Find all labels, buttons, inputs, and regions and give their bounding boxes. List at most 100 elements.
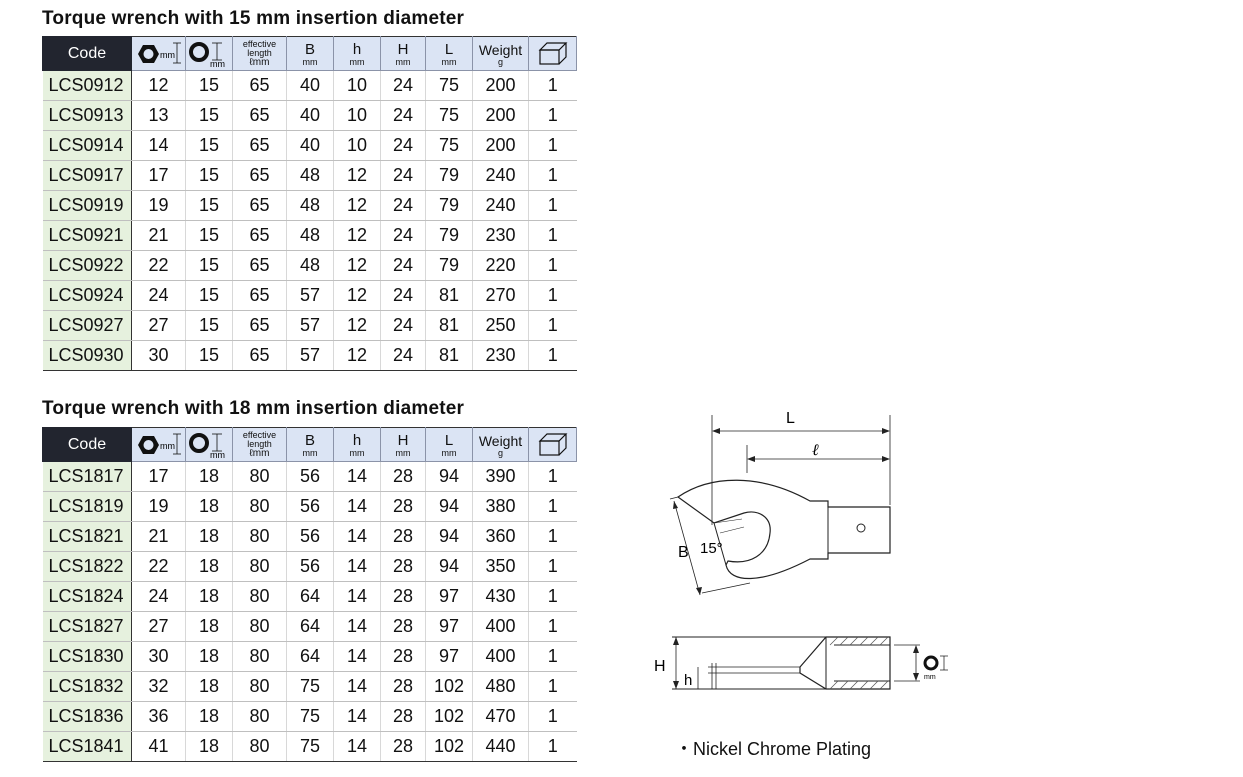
table-header-row: Code mm mm <box>42 36 577 71</box>
hex-size-cell: 21 <box>131 521 186 552</box>
weight-cell: 360 <box>472 521 529 552</box>
weight-cell: 440 <box>472 731 529 762</box>
h-lower-cell: 12 <box>333 280 381 311</box>
weight-cell: 390 <box>472 461 529 492</box>
b-cell: 40 <box>286 130 334 161</box>
effective-length-cell: 80 <box>232 491 287 522</box>
hex-size-cell: 19 <box>131 190 186 221</box>
svg-text:mm: mm <box>924 674 936 681</box>
insertion-diameter-cell: 15 <box>185 160 233 191</box>
quantity-cell: 1 <box>528 160 577 191</box>
effective-length-cell: 80 <box>232 641 287 672</box>
weight-cell: 200 <box>472 130 529 161</box>
effective-length-cell: 80 <box>232 611 287 642</box>
h-lower-cell: 12 <box>333 220 381 251</box>
finish-note: ・Nickel Chrome Plating <box>675 739 872 759</box>
h-upper-cell: 28 <box>380 461 426 492</box>
h-upper-cell: 24 <box>380 340 426 371</box>
b-cell: 40 <box>286 100 334 131</box>
h-upper-cell: 28 <box>380 551 426 582</box>
h-lower-cell: 12 <box>333 340 381 371</box>
b-cell: 64 <box>286 581 334 612</box>
effective-length-cell: 80 <box>232 461 287 492</box>
weight-cell: 230 <box>472 340 529 371</box>
code-cell: LCS1819 <box>42 491 132 522</box>
insertion-diameter-cell: 15 <box>185 340 233 371</box>
b-cell: 57 <box>286 280 334 311</box>
l-cell: 75 <box>425 130 473 161</box>
code-header: Code <box>42 427 132 462</box>
insertion-diameter-cell: 15 <box>185 190 233 221</box>
spec-table-18mm: Code mm mm <box>42 427 577 762</box>
insertion-diameter-header: mm <box>185 36 233 71</box>
svg-text:mm: mm <box>160 50 175 60</box>
b-cell: 57 <box>286 310 334 341</box>
code-cell: LCS0914 <box>42 130 132 161</box>
code-cell: LCS1836 <box>42 701 132 732</box>
weight-cell: 380 <box>472 491 529 522</box>
h-lower-cell: 14 <box>333 701 381 732</box>
package-quantity-icon <box>538 432 567 456</box>
h-upper-cell: 24 <box>380 100 426 131</box>
insertion-diameter-cell: 18 <box>185 701 233 732</box>
quantity-cell: 1 <box>528 340 577 371</box>
dim-B-label: B <box>678 544 689 561</box>
h-lower-cell: 12 <box>333 190 381 221</box>
insertion-diameter-cell: 15 <box>185 100 233 131</box>
quantity-cell: 1 <box>528 70 577 101</box>
b-cell: 56 <box>286 491 334 522</box>
h-lower-cell: 10 <box>333 100 381 131</box>
code-cell: LCS0922 <box>42 250 132 281</box>
h-upper-cell: 24 <box>380 130 426 161</box>
l-cell: 102 <box>425 701 473 732</box>
code-cell: LCS1824 <box>42 581 132 612</box>
h-lower-cell: 14 <box>333 731 381 762</box>
insertion-diameter-icon: mm <box>189 41 225 68</box>
h-lower-cell: 14 <box>333 581 381 612</box>
code-cell: LCS0927 <box>42 310 132 341</box>
l-cell: 94 <box>425 521 473 552</box>
h-upper-cell: 28 <box>380 611 426 642</box>
l-cell: 79 <box>425 160 473 191</box>
code-cell: LCS0924 <box>42 280 132 311</box>
h-upper-cell: 24 <box>380 190 426 221</box>
hex-size-cell: 12 <box>131 70 186 101</box>
dim-L-label: L <box>786 410 795 427</box>
l-cell: 102 <box>425 731 473 762</box>
hex-size-cell: 27 <box>131 611 186 642</box>
h-lower-cell: 14 <box>333 461 381 492</box>
hex-size-cell: 22 <box>131 551 186 582</box>
effective-length-header: effective length ℓmm <box>232 427 287 462</box>
h-lower-cell: 12 <box>333 160 381 191</box>
effective-length-cell: 65 <box>232 280 287 311</box>
h-lower-cell: 10 <box>333 130 381 161</box>
quantity-cell: 1 <box>528 701 577 732</box>
effective-length-cell: 80 <box>232 581 287 612</box>
code-header: Code <box>42 36 132 71</box>
spec-table-15mm: Code mm mm <box>42 36 577 371</box>
h-lower-cell: 14 <box>333 491 381 522</box>
h-lower-cell: 12 <box>333 250 381 281</box>
insertion-diameter-cell: 15 <box>185 280 233 311</box>
insertion-diameter-cell: 18 <box>185 641 233 672</box>
table2-title: Torque wrench with 18 mm insertion diame… <box>42 398 465 419</box>
svg-text:mm: mm <box>210 450 225 459</box>
b-cell: 48 <box>286 220 334 251</box>
hex-size-cell: 32 <box>131 671 186 702</box>
insertion-diameter-cell: 15 <box>185 310 233 341</box>
effective-length-cell: 65 <box>232 220 287 251</box>
hex-size-header: mm <box>131 427 186 462</box>
l-cell: 79 <box>425 250 473 281</box>
